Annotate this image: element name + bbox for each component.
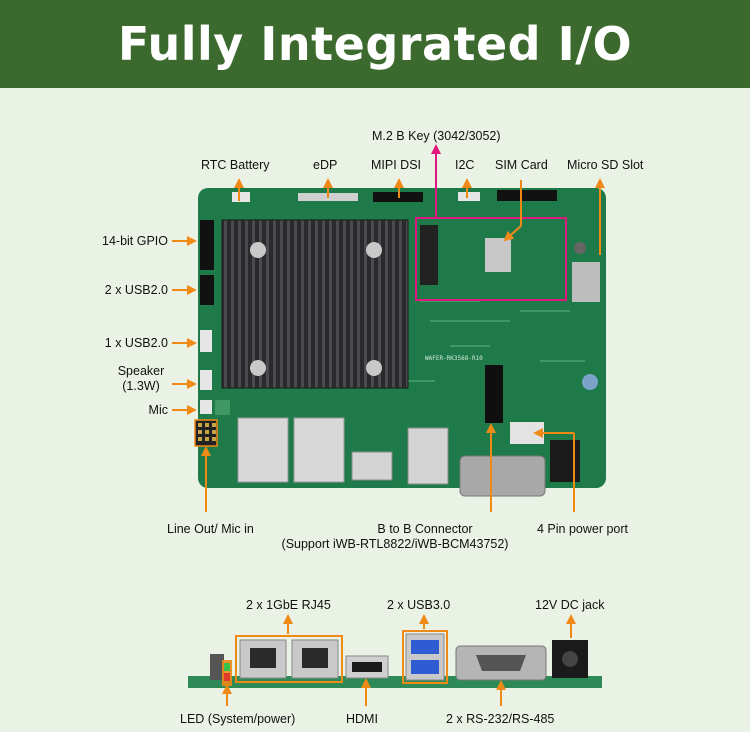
- top-arrows: [172, 178, 605, 512]
- label-micro-sd: Micro SD Slot: [567, 158, 644, 172]
- gpio-header: [200, 220, 214, 270]
- label-edp: eDP: [313, 158, 338, 172]
- m2-slot: [420, 225, 438, 285]
- label-rtc-battery: RTC Battery: [201, 158, 270, 172]
- label-b2b: B to B Connector: [377, 522, 473, 536]
- rj45-top-2: [293, 417, 345, 483]
- micro-sd-slot: [572, 262, 600, 302]
- speaker-connector: [200, 370, 212, 390]
- bottom-arrows: [222, 614, 576, 706]
- power-4pin-connector: [510, 422, 544, 444]
- label-speaker-power: (1.3W): [122, 379, 160, 393]
- db9-top: [459, 455, 546, 497]
- label-rs232: 2 x RS-232/RS-485: [446, 712, 555, 726]
- label-mic: Mic: [148, 403, 168, 417]
- label-b2b-support: (Support iWB-RTL8822/iWB-BCM43752): [281, 537, 509, 551]
- label-m2: M.2 B Key (3042/3052): [372, 129, 501, 143]
- hdmi-top: [351, 451, 393, 481]
- label-usb2-single: 1 x USB2.0: [104, 336, 168, 350]
- label-dc-jack: 12V DC jack: [535, 598, 605, 612]
- i2c-connector: [458, 192, 480, 201]
- silkscreen-text: WAFER-RK3568-R10: [425, 355, 483, 362]
- label-hdmi: HDMI: [346, 712, 378, 726]
- rj45-top-1: [237, 417, 289, 483]
- label-speaker: Speaker: [117, 364, 165, 378]
- label-usb3: 2 x USB3.0: [387, 598, 451, 612]
- dc-jack-top: [550, 440, 580, 482]
- mic-connector: [200, 400, 212, 414]
- label-rj45: 2 x 1GbE RJ45: [246, 598, 331, 612]
- label-power-4pin: 4 Pin power port: [537, 522, 629, 536]
- usb3-highlight: [402, 630, 448, 684]
- rj45-highlight: [235, 635, 343, 683]
- label-i2c: I2C: [455, 158, 475, 172]
- label-lineout: Line Out/ Mic in: [167, 522, 254, 536]
- label-mipi-dsi: MIPI DSI: [371, 158, 422, 172]
- bottom-board: [188, 630, 602, 688]
- top-board: WAFER-RK3568-R10: [194, 188, 606, 497]
- usb2-header-single: [200, 330, 212, 352]
- b2b-connector: [485, 365, 503, 423]
- label-led: LED (System/power): [180, 712, 296, 726]
- usb2-header-dual: [200, 275, 214, 305]
- led-pins: [210, 654, 224, 680]
- label-gpio: 14-bit GPIO: [102, 234, 168, 248]
- page-title: Fully Integrated I/O: [0, 0, 750, 88]
- m2-highlight-box: [415, 217, 567, 301]
- usb3-top: [407, 427, 449, 485]
- label-sim-card: SIM Card: [495, 158, 548, 172]
- top-fpc-connector: [497, 190, 557, 201]
- label-usb2-dual: 2 x USB2.0: [104, 283, 168, 297]
- rtc-battery-connector: [232, 192, 250, 202]
- sim-card-slot: [485, 238, 511, 272]
